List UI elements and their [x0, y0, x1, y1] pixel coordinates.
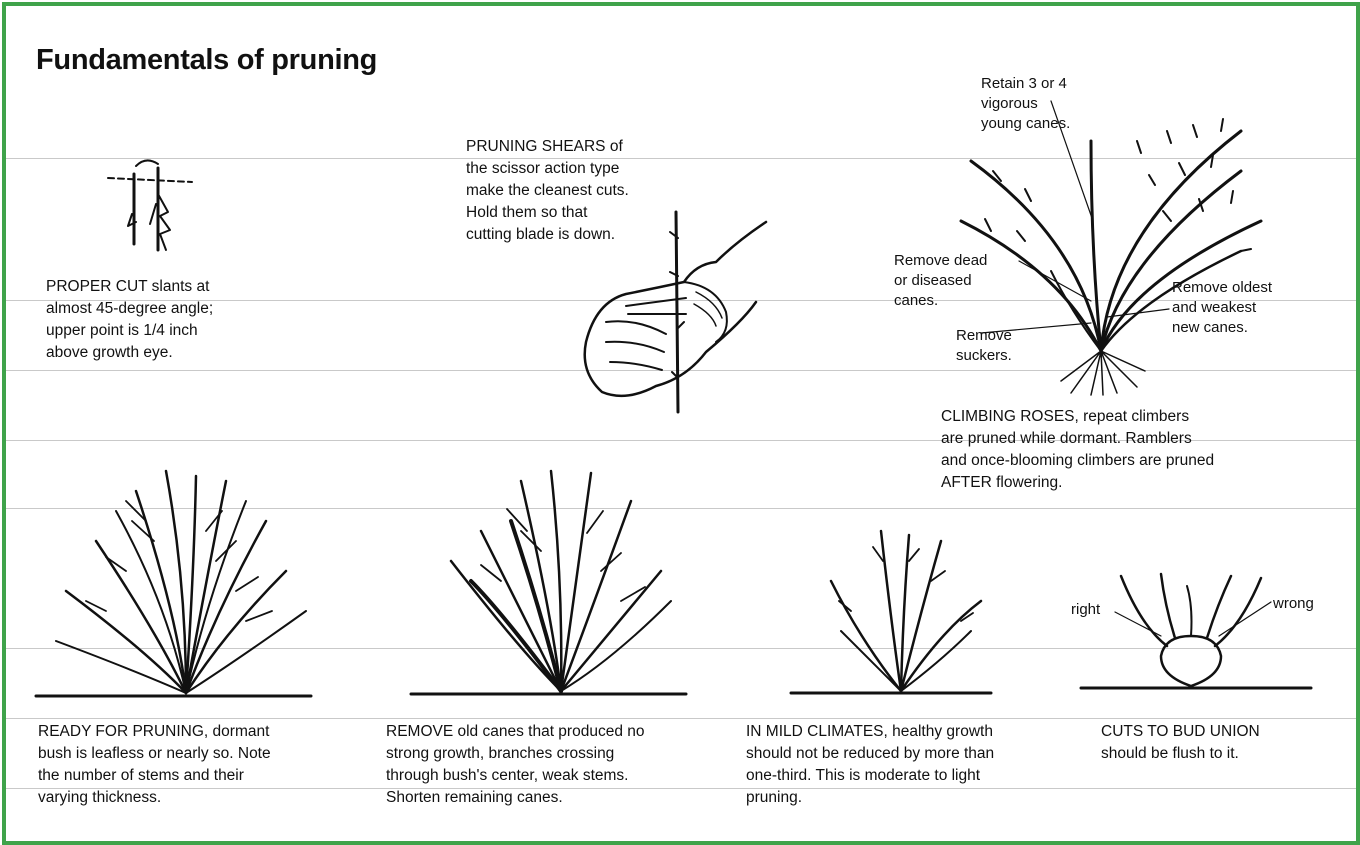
- mild-climate-bush-illustration: [791, 521, 1001, 701]
- rule-line: [6, 718, 1356, 719]
- bud-right-label: right: [1071, 600, 1100, 620]
- remove-caption: REMOVE old canes that produced no strong…: [386, 721, 644, 809]
- bud-union-illustration: [1081, 566, 1321, 696]
- proper-cut-caption: PROPER CUT slants at almost 45-degree an…: [46, 276, 213, 364]
- remove-suckers-label: Remove suckers.: [956, 326, 1012, 366]
- retain-canes-label: Retain 3 or 4 vigorous young canes.: [981, 74, 1070, 134]
- remove-oldest-label: Remove oldest and weakest new canes.: [1172, 278, 1272, 338]
- ready-caption: READY FOR PRUNING, dormant bush is leafl…: [38, 721, 271, 809]
- remove-bush-illustration: [411, 461, 691, 701]
- bud-union-caption: CUTS TO BUD UNION should be flush to it.: [1101, 721, 1260, 765]
- bud-wrong-label: wrong: [1273, 594, 1314, 614]
- proper-cut-illustration: [106, 154, 196, 254]
- page-title: Fundamentals of pruning: [36, 44, 377, 77]
- climbing-roses-caption: CLIMBING ROSES, repeat climbers are prun…: [941, 406, 1214, 494]
- remove-dead-label: Remove dead or diseased canes.: [894, 251, 987, 311]
- ready-bush-illustration: [36, 461, 316, 701]
- pruning-shears-hand-illustration: [566, 202, 766, 422]
- mild-climates-caption: IN MILD CLIMATES, healthy growth should …: [746, 721, 994, 809]
